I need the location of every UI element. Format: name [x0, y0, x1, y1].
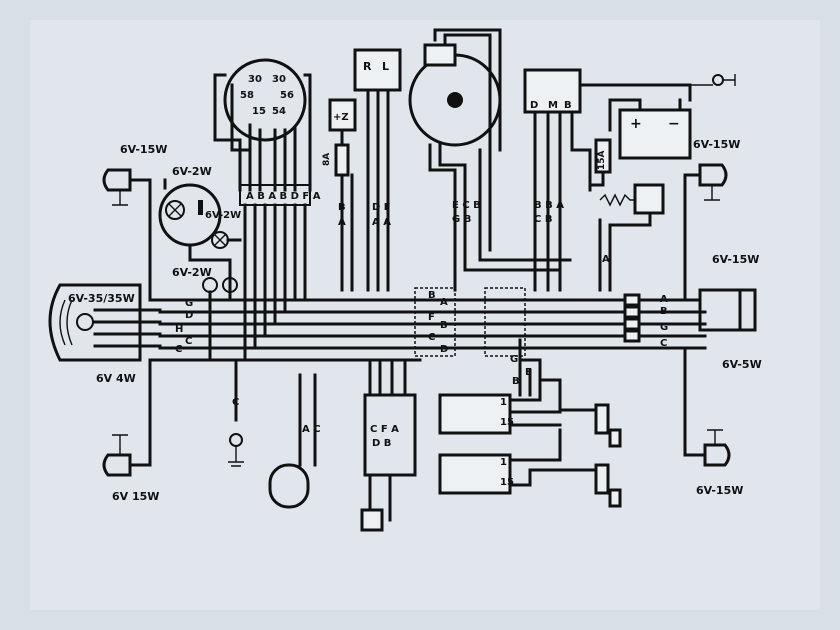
turn-top-left-label: 6V-15W: [120, 143, 167, 156]
svg-text:15: 15: [500, 417, 514, 428]
svg-text:G B: G B: [452, 214, 471, 225]
svg-text:1: 1: [500, 457, 507, 468]
svg-text:B: B: [440, 320, 448, 331]
turn-signal-bottom-right: 6V-15W: [683, 346, 743, 497]
svg-text:C: C: [232, 397, 239, 408]
speedo-indicator: 6V-2W 6V-2W: [158, 165, 242, 302]
svg-text:C: C: [185, 336, 192, 347]
battery: + −: [608, 98, 692, 160]
svg-text:C: C: [660, 338, 667, 349]
tail-right-label: 6V-5W: [722, 358, 762, 371]
main-harness: [148, 287, 707, 362]
fuse-15a-block: 15A: [588, 138, 612, 187]
svg-text:A C: A C: [302, 424, 321, 435]
svg-text:C: C: [175, 344, 182, 355]
headlamp-label: 6V-35/35W: [68, 292, 135, 305]
reg-terminal-m: M: [548, 100, 558, 111]
turn-signal-top-left: 6V-15W: [102, 143, 167, 302]
center-connector-letters: B A F B C D: [428, 290, 448, 355]
fuse-15a-label: 15A: [597, 150, 607, 170]
relay-coil: A: [598, 183, 665, 292]
svg-text:E: E: [525, 367, 532, 378]
svg-text:E C B: E C B: [452, 200, 481, 211]
ignition-coil-upper: 1 15: [438, 338, 622, 448]
ignition-coil-lower: 1 15: [438, 428, 622, 508]
svg-text:B: B: [512, 376, 520, 387]
turn-signal-bottom-left: 6V 15W: [102, 358, 159, 503]
svg-text:D: D: [440, 344, 448, 355]
headlamp: 6V-35/35W 6V 4W G D H C C: [48, 283, 193, 385]
horn-unit: A C: [268, 373, 321, 509]
terminal-r: R: [363, 60, 372, 73]
parking-label: 6V 4W: [96, 372, 136, 385]
switch-terminal-30b: 30: [272, 74, 286, 85]
svg-text:15: 15: [500, 477, 514, 488]
svg-text:A: A: [660, 294, 668, 305]
svg-text:A B A B D F A: A B A B D F A: [246, 191, 321, 202]
rear-lamp-right: 6V-15W 6V-5W: [698, 253, 762, 371]
svg-text:B: B: [660, 306, 668, 317]
switch-terminal-56: 56: [280, 90, 294, 101]
switch-terminal-54: 54: [272, 106, 286, 117]
coil-feed: G E B: [510, 346, 532, 397]
indicator-top-label: 6V-2W: [172, 165, 212, 178]
svg-text:G: G: [510, 354, 518, 365]
turn-bottom-right-label: 6V-15W: [696, 484, 743, 497]
reg-terminal-b: B: [564, 100, 572, 111]
alternator: E C B G B: [408, 28, 572, 292]
switch-terminal-15: 15: [252, 106, 266, 117]
svg-text:G: G: [660, 322, 668, 333]
low-indicator: 6V-2W C: [172, 266, 244, 467]
indicator-low-label: 6V-2W: [172, 266, 212, 279]
regulator: D M B B B A C B: [523, 68, 736, 292]
fuse-8a-label: 8A: [322, 153, 332, 166]
svg-text:1: 1: [500, 397, 507, 408]
svg-text:+: +: [630, 116, 642, 132]
svg-text:−: −: [668, 116, 680, 132]
svg-text:B: B: [428, 290, 436, 301]
fuse-8a-block: +Z 8A B A: [322, 98, 357, 292]
plus-z-label: +Z: [333, 112, 349, 123]
right-connectors: A B G C: [623, 293, 668, 349]
rl-terminal-block: R L D F A A: [353, 48, 402, 292]
svg-text:C: C: [428, 332, 435, 343]
switch-terminal-30a: 30: [248, 74, 262, 85]
svg-text:C B: C B: [534, 214, 552, 225]
svg-text:A: A: [440, 297, 448, 308]
svg-text:B: B: [338, 202, 346, 213]
switch-terminal-58: 58: [240, 90, 254, 101]
ignition-switch: 30 30 58 56 15 54 A B A B D F A: [213, 58, 321, 362]
svg-text:A A: A A: [372, 217, 391, 228]
svg-text:A: A: [338, 217, 346, 228]
terminal-l: L: [382, 60, 389, 73]
svg-text:C F A: C F A: [370, 424, 399, 435]
handlebar-switch: C F A D B: [360, 358, 417, 532]
svg-text:D F: D F: [372, 202, 391, 213]
svg-text:A: A: [602, 254, 610, 265]
svg-text:B B A: B B A: [534, 200, 564, 211]
svg-text:D B: D B: [372, 438, 391, 449]
indicator-mid-label: 6V-2W: [205, 210, 241, 221]
turn-signal-top-right: 6V-15W: [683, 138, 740, 302]
svg-text:H: H: [175, 324, 183, 335]
turn-bottom-left-label: 6V 15W: [112, 490, 159, 503]
rear-top-right-label: 6V-15W: [712, 253, 759, 266]
reg-terminal-d: D: [530, 100, 538, 111]
svg-text:G: G: [185, 298, 193, 309]
svg-text:F: F: [428, 312, 435, 323]
turn-top-right-label: 6V-15W: [693, 138, 740, 151]
svg-text:D: D: [185, 310, 193, 321]
